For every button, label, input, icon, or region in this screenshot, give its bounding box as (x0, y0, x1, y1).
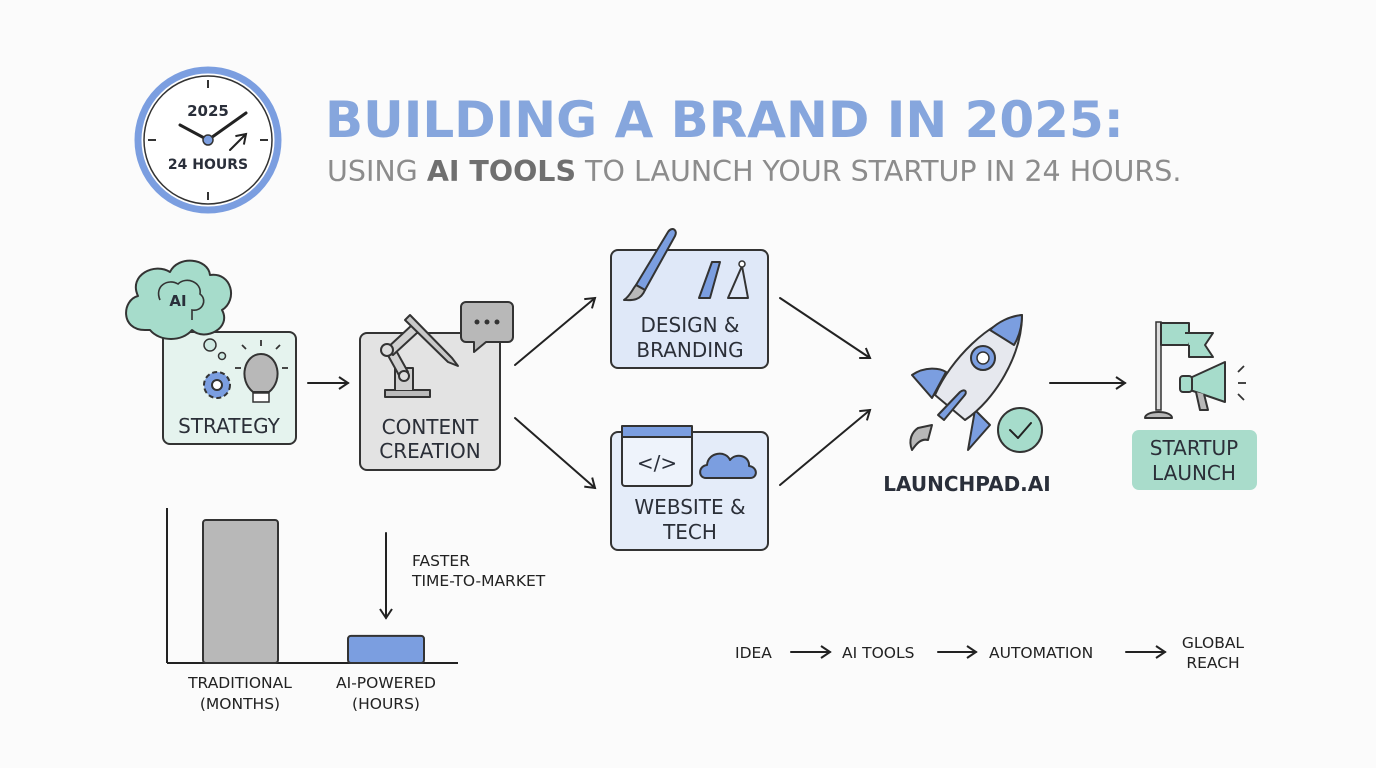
bottom-flow: IDEA AI TOOLS AUTOMATION GLOBAL REACH (735, 634, 1244, 672)
cloud-ai-text: AI (169, 292, 186, 310)
strategy-step: AI STRATEGY (125, 259, 297, 445)
vector-design-icon (698, 260, 749, 299)
bar-label-ai-line1: AI-POWERED (336, 674, 436, 692)
subtitle-pre: USING (327, 155, 427, 188)
clock-year: 2025 (187, 102, 229, 120)
content-creation-step: CONTENT CREATION (359, 301, 514, 471)
content-label-line1: CONTENT (382, 415, 479, 439)
arrow-icon (779, 297, 872, 359)
website-tech-step: </> WEBSITE & TECH (610, 425, 769, 551)
arrow-icon (779, 408, 872, 486)
arrow-icon (514, 417, 597, 490)
robot-arm-pen-icon (380, 314, 459, 398)
page-title: BUILDING A BRAND IN 2025: (325, 91, 1124, 149)
faster-note-line1: FASTER (412, 552, 470, 570)
arrow-icon (514, 296, 597, 366)
website-label-line1: WEBSITE & (634, 495, 745, 519)
ai-brain-cloud-icon: AI (125, 259, 232, 361)
startup-launch-step: STARTUP LAUNCH (1132, 321, 1257, 490)
cloud-icon (699, 452, 757, 479)
website-label-line2: TECH (662, 520, 717, 544)
content-label-line2: CREATION (379, 439, 480, 463)
flow-item: IDEA (735, 644, 772, 662)
clock-icon: 2025 24 HOURS (134, 66, 282, 214)
subtitle-post: TO LAUNCH YOUR STARTUP IN 24 HOURS. (576, 155, 1181, 188)
launch-label-line2: LAUNCH (1152, 461, 1236, 485)
design-label-line1: DESIGN & (640, 313, 739, 337)
clock-hours: 24 HOURS (168, 157, 248, 173)
subtitle-bold: AI TOOLS (427, 155, 576, 188)
flow-item: AI TOOLS (842, 644, 914, 662)
flow-item-last-line2: REACH (1186, 654, 1239, 672)
bar-ai-powered (347, 634, 425, 665)
time-comparison-chart: TRADITIONAL (MONTHS) AI-POWERED (HOURS) … (166, 508, 546, 713)
faster-note-line2: TIME-TO-MARKET (411, 572, 546, 590)
launchpad-label: LAUNCHPAD.AI (883, 472, 1050, 496)
chat-bubble-icon (460, 301, 514, 353)
strategy-label: STRATEGY (178, 414, 280, 438)
page-subtitle: USING AI TOOLS TO LAUNCH YOUR STARTUP IN… (327, 155, 1181, 188)
bar-label-ai-line2: (HOURS) (352, 695, 420, 713)
rocket-icon (909, 314, 1023, 451)
launch-label-line1: STARTUP (1150, 436, 1238, 460)
flag-icon (1144, 321, 1214, 419)
bar-label-traditional-line2: (MONTHS) (200, 695, 280, 713)
design-branding-step: DESIGN & BRANDING (610, 228, 769, 369)
lightbulb-icon (235, 340, 288, 403)
svg-text:</>: </> (637, 451, 677, 475)
flow-item: AUTOMATION (989, 644, 1093, 662)
paintbrush-icon (623, 228, 677, 302)
code-window-icon: </> (621, 425, 693, 487)
megaphone-icon (1179, 361, 1246, 411)
checkmark-icon (997, 407, 1043, 453)
design-label-line2: BRANDING (636, 338, 743, 362)
gear-icon (203, 371, 231, 399)
bar-label-traditional-line1: TRADITIONAL (187, 674, 292, 692)
bar-traditional (202, 519, 279, 664)
flow-item-last-line1: GLOBAL (1182, 634, 1245, 652)
